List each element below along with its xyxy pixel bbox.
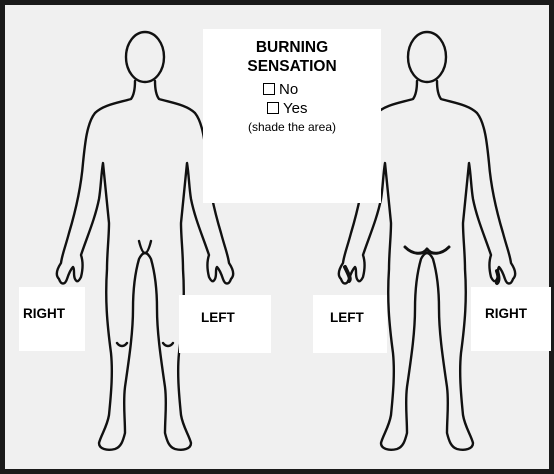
front-left-label-box: LEFT (179, 295, 271, 353)
option-yes-label: Yes (283, 100, 307, 117)
option-no-label: No (279, 81, 298, 98)
back-left-label: LEFT (330, 310, 364, 325)
shade-instruction: (shade the area) (203, 120, 381, 134)
back-left-label-box: LEFT (313, 295, 387, 353)
yes-checkbox[interactable] (267, 102, 279, 114)
no-checkbox[interactable] (263, 83, 275, 95)
option-no[interactable]: No (263, 81, 298, 98)
option-yes[interactable]: Yes (267, 100, 307, 117)
front-right-label: RIGHT (23, 306, 65, 321)
form-title-line1: BURNING (203, 39, 381, 57)
front-left-label: LEFT (201, 310, 235, 325)
front-right-label-box: RIGHT (19, 287, 85, 351)
burning-sensation-panel: BURNING SENSATION No Yes (shade the area… (203, 29, 381, 203)
back-right-label: RIGHT (485, 306, 527, 321)
form-title-line2: SENSATION (203, 58, 381, 76)
back-right-label-box: RIGHT (471, 287, 551, 351)
